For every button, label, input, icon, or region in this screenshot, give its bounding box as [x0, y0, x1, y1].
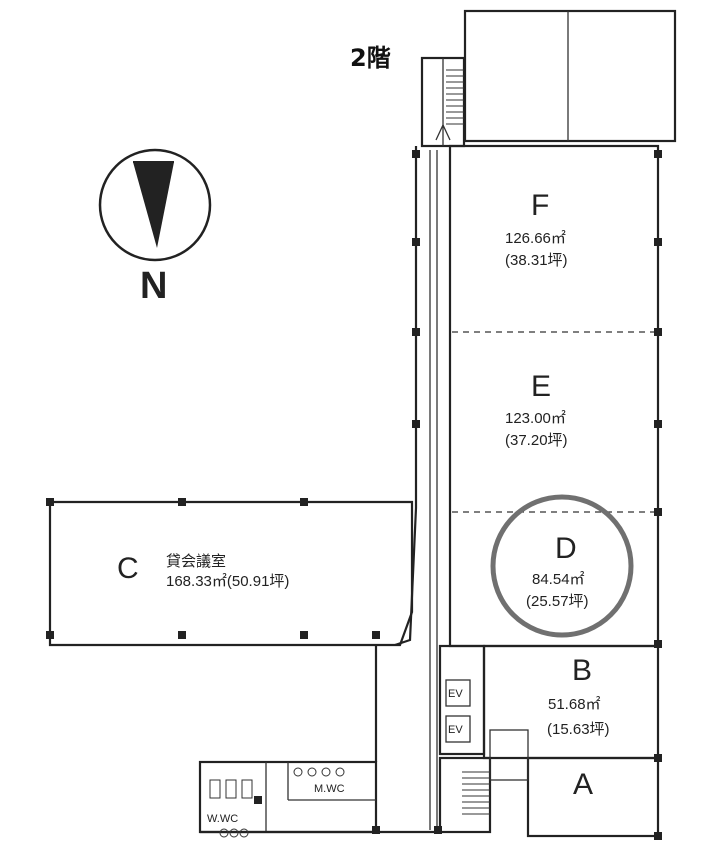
unit-e-area-m2: 123.00㎡ [505, 410, 566, 427]
block-ba [438, 644, 660, 838]
north-arrow-icon [98, 148, 212, 262]
unit-f-area-tsubo: (38.31坪) [505, 252, 568, 269]
corridor [394, 146, 438, 830]
stair-top [420, 56, 466, 148]
block-c [48, 500, 414, 647]
elevator-label: EV [448, 688, 463, 700]
unit-b-area-m2: 51.68㎡ [548, 696, 601, 713]
unit-d-area-m2: 84.54㎡ [532, 571, 585, 588]
unit-d-letter: D [555, 532, 577, 565]
unit-e-letter: E [531, 370, 551, 403]
unit-b-letter: B [572, 654, 592, 687]
annex-block [463, 9, 677, 143]
elevator-label: EV [448, 724, 463, 736]
unit-c-letter: C [117, 552, 139, 585]
restroom-block [198, 645, 440, 838]
womens-restroom-label: W.WC [207, 813, 238, 825]
floor-label: 2階 [350, 44, 391, 72]
compass-label: N [140, 265, 167, 307]
unit-e-area-tsubo: (37.20坪) [505, 432, 568, 449]
unit-d-area-tsubo: (25.57坪) [526, 593, 589, 610]
unit-c-area: 168.33㎡(50.91坪) [166, 573, 289, 590]
structural-columns [46, 150, 662, 840]
unit-c-name: 貸会議室 [166, 552, 226, 570]
mens-restroom-label: M.WC [314, 783, 345, 795]
unit-a-letter: A [573, 768, 593, 801]
highlight-circle [490, 494, 634, 638]
unit-f-letter: F [531, 189, 549, 222]
unit-b-area-tsubo: (15.63坪) [547, 721, 610, 738]
unit-f-area-m2: 126.66㎡ [505, 230, 566, 247]
